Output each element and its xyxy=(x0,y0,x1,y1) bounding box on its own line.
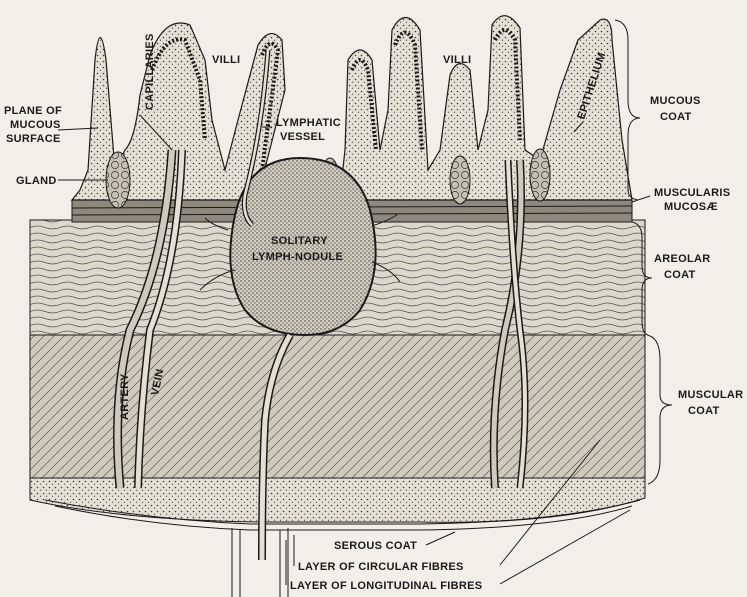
serous-coat-label: SEROUS COAT xyxy=(334,540,417,552)
gland-shape xyxy=(106,152,130,208)
nodule-label-line2: LYMPH-NODULE xyxy=(252,251,343,263)
muscular-coat-label-line1: MUSCULAR xyxy=(678,389,743,401)
muscularis-label-line1: MUSCULARIS xyxy=(654,187,730,199)
longitudinal-fibres-label: LAYER OF LONGITUDINAL FIBRES xyxy=(290,580,482,592)
muscularis-label-line2: MUCOSÆ xyxy=(664,201,718,213)
lymphatic-label-line1: LYMPHATIC xyxy=(276,117,341,129)
mucous-coat-label-line2: COAT xyxy=(660,111,692,123)
plane-label-line1: PLANE OF xyxy=(4,105,62,117)
muscular-coat-label-line2: COAT xyxy=(688,405,720,417)
areolar-label-line2: COAT xyxy=(664,269,696,281)
plane-label-line3: SURFACE xyxy=(6,133,61,145)
nodule-label-line1: SOLITARY xyxy=(271,235,328,247)
gland-label: GLAND xyxy=(16,175,57,187)
gland-shape-3 xyxy=(530,149,550,201)
gland-shape-2 xyxy=(450,156,470,204)
capillaries-label: CAPILLARIES xyxy=(144,33,156,110)
circular-fibres-label: LAYER OF CIRCULAR FIBRES xyxy=(298,561,464,573)
villi-label-right: VILLI xyxy=(443,54,471,66)
mucous-coat-label-line1: MUCOUS xyxy=(650,95,701,107)
villi-label-left: VILLI xyxy=(212,54,240,66)
artery-label: ARTERY xyxy=(119,373,131,420)
lymphatic-label-line2: VESSEL xyxy=(280,131,325,143)
plane-label-line2: MUCOUS xyxy=(10,119,61,131)
areolar-label-line1: AREOLAR xyxy=(654,253,711,265)
